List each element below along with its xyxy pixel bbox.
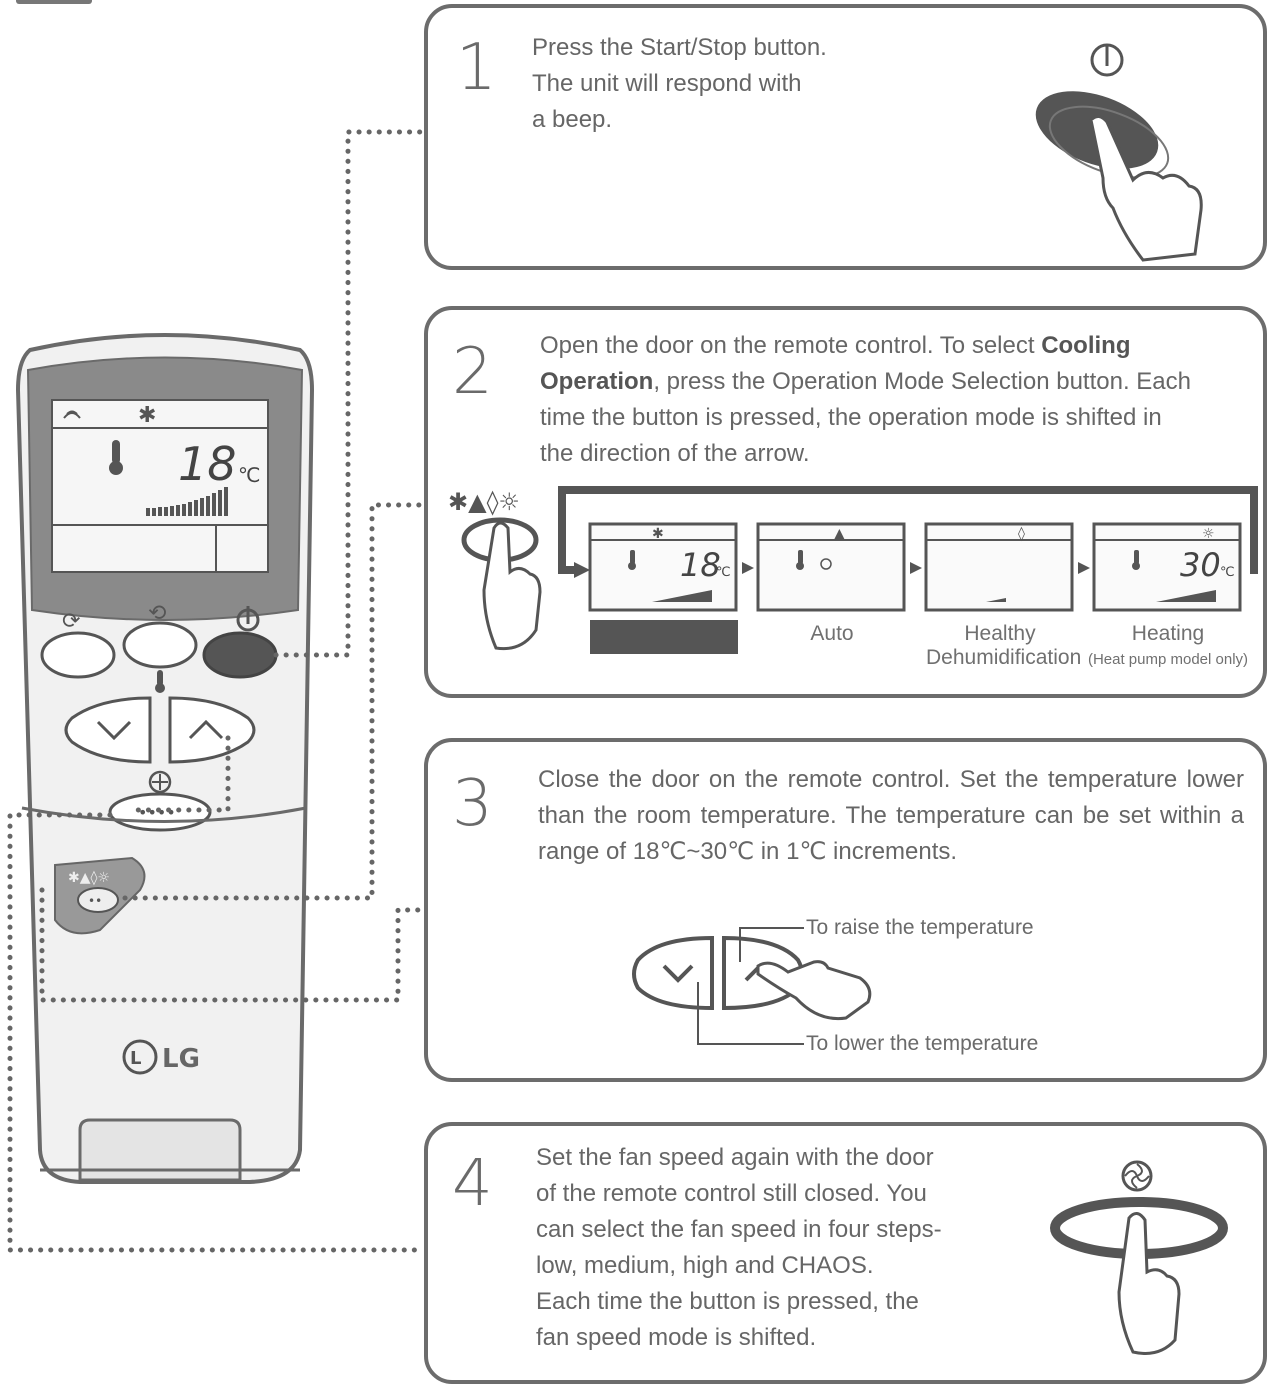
step-3-number: 3 <box>452 767 493 841</box>
svg-text:◊: ◊ <box>1018 526 1025 542</box>
remote-display-unit: ℃ <box>238 463 260 487</box>
step-1-text: Press the Start/Stop button. The unit wi… <box>532 34 827 133</box>
svg-text:✱: ✱ <box>138 403 156 428</box>
heating-display-unit: ℃ <box>1220 565 1235 580</box>
step-3-panel: 3 Close the door on the remote control. … <box>424 738 1267 1082</box>
mode-label-auto: Auto <box>810 622 854 645</box>
svg-text:✱▲◊☼: ✱▲◊☼ <box>68 870 110 886</box>
step-1-number: 1 <box>456 31 497 105</box>
connector-lines <box>7 129 427 1253</box>
step-1-panel: 1 Press the Start/Stop button. The unit … <box>424 4 1267 270</box>
cooling-display-unit: ℃ <box>716 565 731 580</box>
remote-brand-logo: LG <box>162 1044 200 1074</box>
remote-display-temp: 18 <box>178 437 237 491</box>
step-4-panel: 4 Set the fan speed again with the door … <box>424 1122 1267 1384</box>
svg-text:✱▲◊☼: ✱▲◊☼ <box>448 488 520 516</box>
mode-label-healthy-dehumidification: Healthy Dehumidification <box>926 622 1082 669</box>
raise-temperature-hint: To raise the temperature <box>806 916 1034 939</box>
start-stop-press-illustration <box>1035 43 1203 262</box>
step-2-highlight: Cooling Operation <box>540 332 1131 395</box>
mode-note-heating: (Heat pump model only) <box>1087 651 1249 668</box>
cooling-label-bar <box>590 620 738 654</box>
step-2-number: 2 <box>452 335 493 409</box>
step-2-text: Open the door on the remote control. To … <box>540 328 1200 472</box>
cooling-display-temp: 18 <box>680 546 721 584</box>
page-corner-mark <box>16 0 92 4</box>
step-2-panel: 2 Open the door on the remote control. T… <box>424 306 1267 698</box>
step-2-text-segment: Open the door on the remote control. To … <box>540 332 1042 359</box>
lower-temperature-hint: To lower the temperature <box>806 1032 1039 1055</box>
mode-label-heating: Heating (Heat pump model only) <box>1087 622 1249 668</box>
svg-text:••: •• <box>88 894 102 908</box>
svg-text:▲: ▲ <box>834 526 845 542</box>
operation-mode-cycle-diagram: ✱▲◊☼ ✱ ▲ ◊ ☼ 18 ℃ 3 <box>448 486 1258 654</box>
step-4-text: Set the fan speed again with the door of… <box>536 1144 942 1351</box>
remote-control-illustration: ✱ 18 ℃ ⟳ ⟲ •••• ✱▲◊☼ •• L LG <box>15 333 315 1184</box>
svg-text:☼: ☼ <box>1202 526 1215 542</box>
step-3-text: Close the door on the remote control. Se… <box>538 766 1244 865</box>
svg-text:⟲: ⟲ <box>148 601 166 626</box>
svg-text:✱: ✱ <box>652 526 664 542</box>
fan-speed-press-illustration <box>1050 1160 1228 1355</box>
temperature-buttons-illustration <box>632 927 872 1045</box>
step-2-text-segment: , press the Operation Mode Selection but… <box>540 368 1191 467</box>
step-4-number: 4 <box>452 1147 493 1221</box>
heating-display-temp: 30 <box>1180 546 1221 584</box>
svg-text:⟳: ⟳ <box>62 609 80 634</box>
svg-text:L: L <box>130 1048 141 1069</box>
